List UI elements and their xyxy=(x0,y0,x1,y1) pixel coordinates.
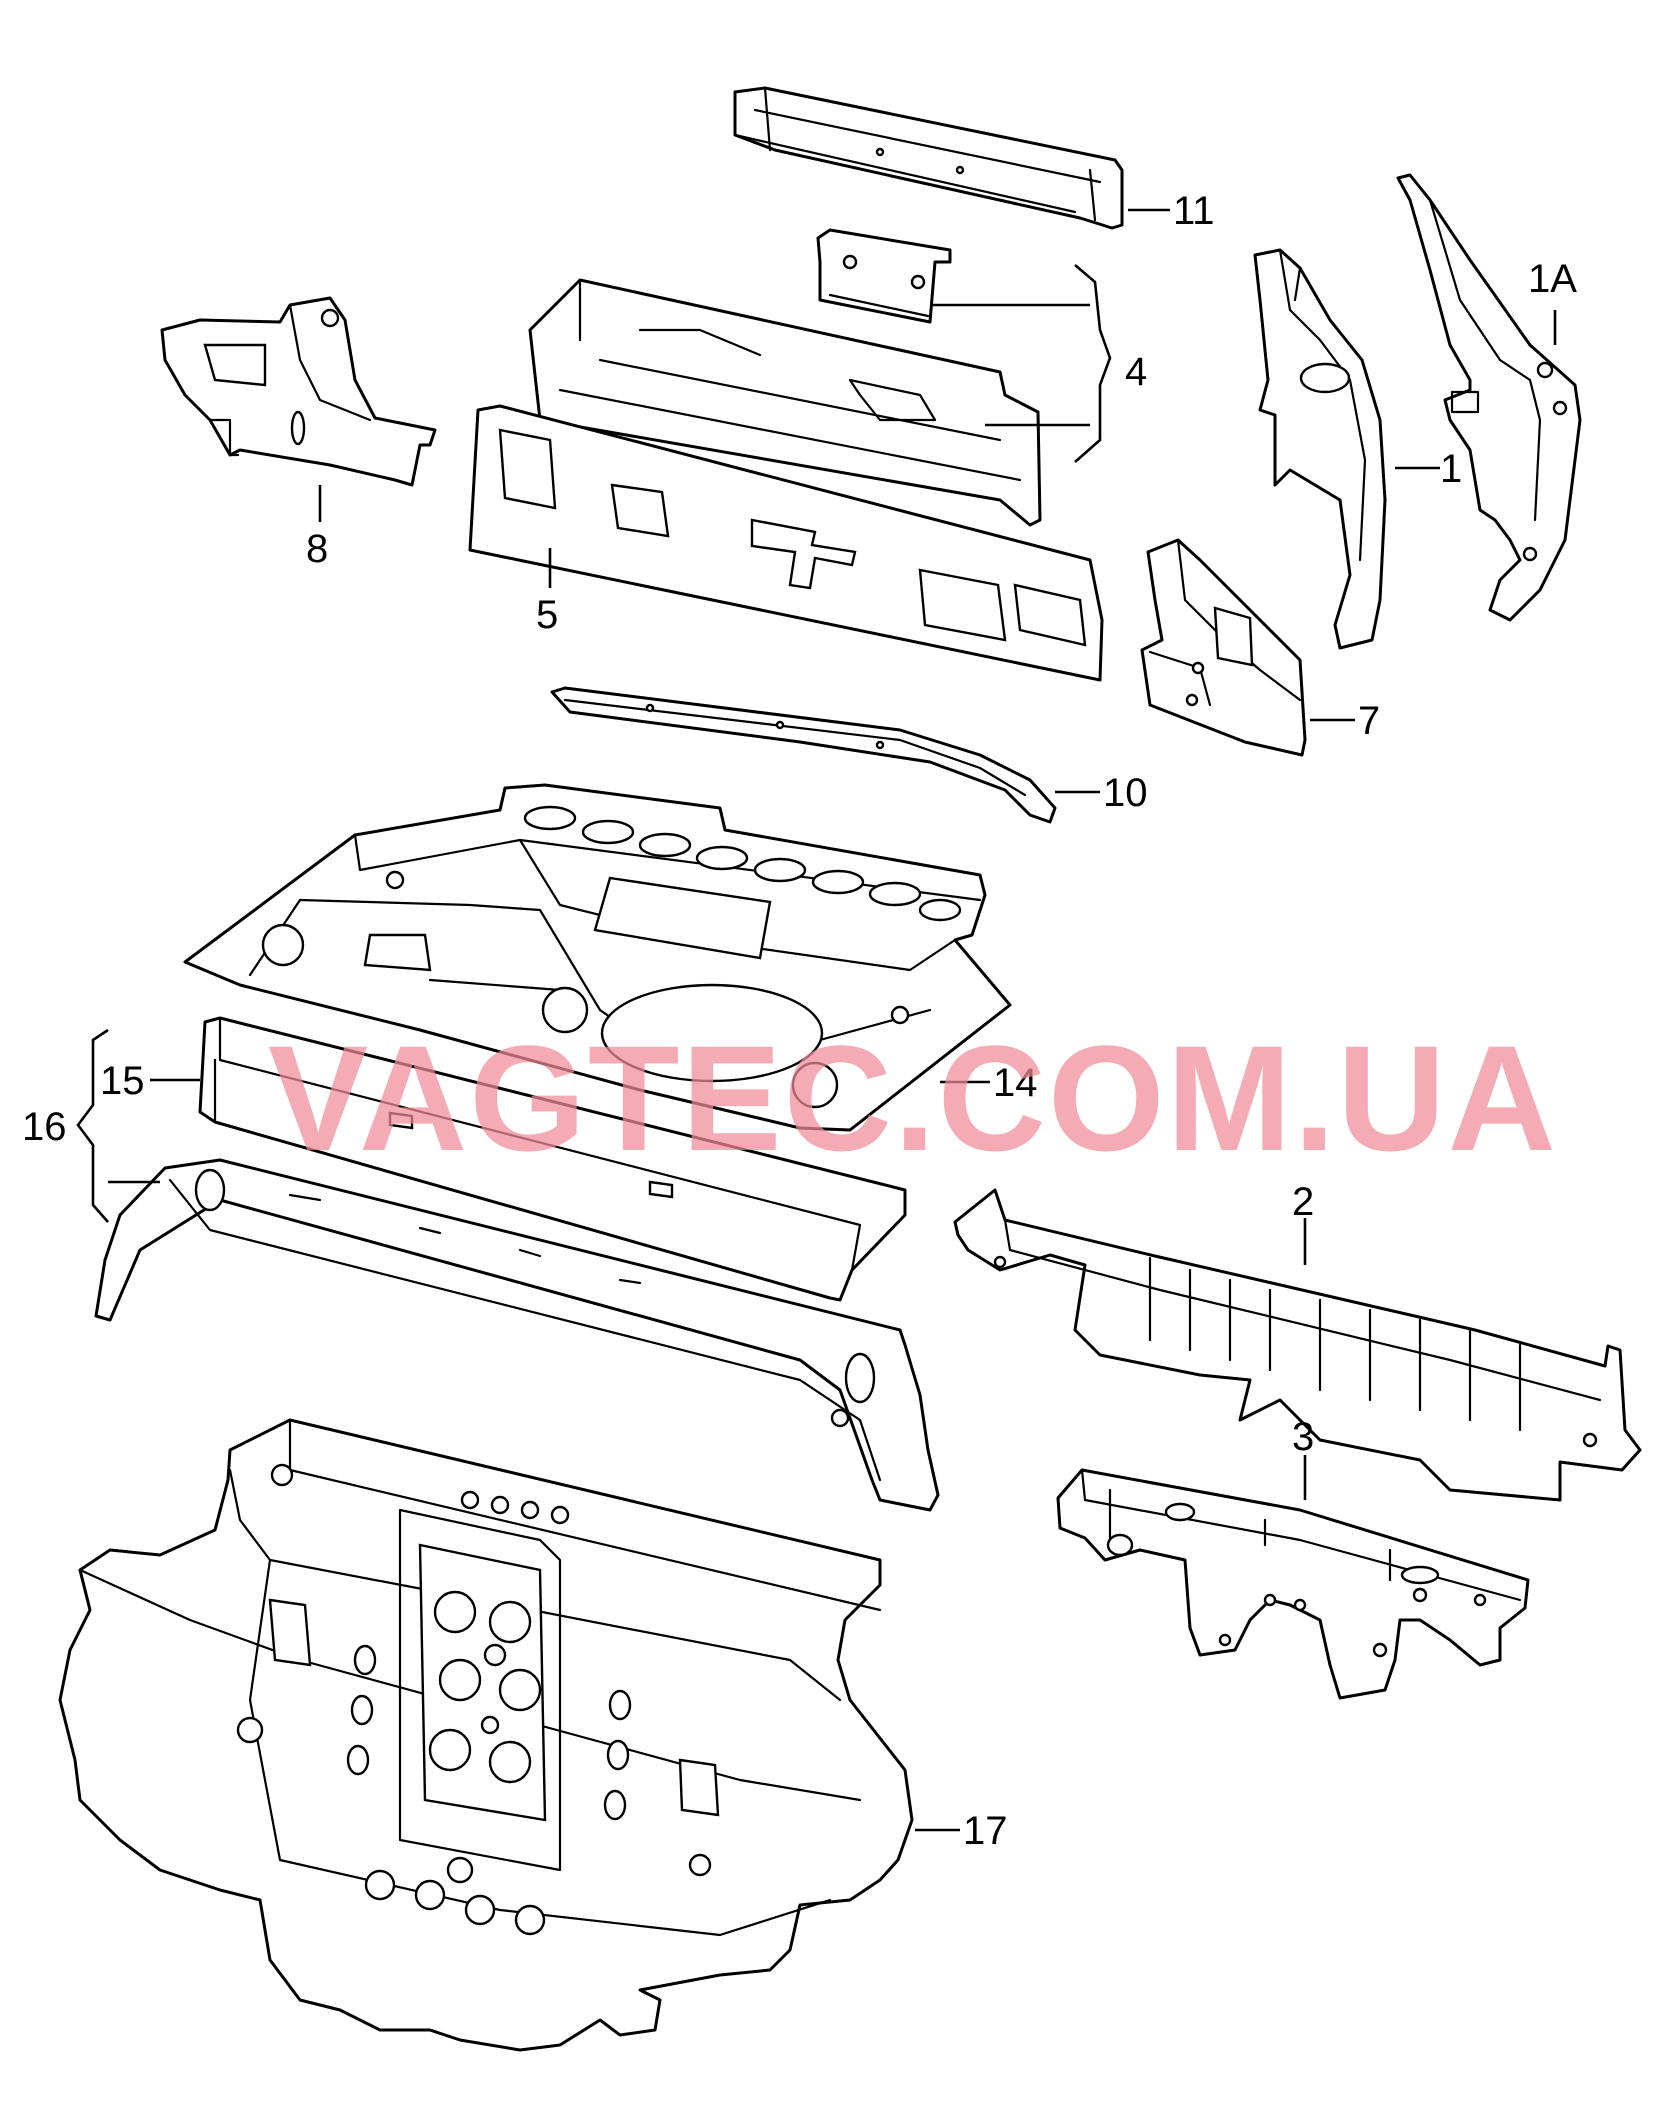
callout-10: 10 xyxy=(1103,771,1148,815)
callout-1a: 1A xyxy=(1528,257,1577,301)
part-2-member xyxy=(953,1188,1642,1502)
callout-11: 11 xyxy=(1173,189,1215,233)
callout-2: 2 xyxy=(1292,1180,1314,1224)
callout-1: 1 xyxy=(1440,447,1462,491)
part-14-floor xyxy=(183,783,1012,1132)
callout-14: 14 xyxy=(993,1061,1038,1105)
part-11-rail xyxy=(733,86,1124,230)
part-15-crossmember xyxy=(198,1016,907,1302)
callout-3: 3 xyxy=(1292,1415,1314,1459)
callout-16: 16 xyxy=(22,1105,67,1149)
part-1a-pillar xyxy=(1396,173,1582,622)
callout-labels: 1 1A 2 3 4 5 7 8 10 11 14 15 16 17 xyxy=(22,189,1577,1853)
part-3-member xyxy=(1056,1468,1530,1700)
part-8-bracket xyxy=(160,296,437,487)
part-17-rear-panel xyxy=(58,1418,914,2052)
part-1-pillar xyxy=(1253,248,1387,650)
leader-lines xyxy=(76,208,1557,1832)
callout-8: 8 xyxy=(306,527,328,571)
part-7-bracket xyxy=(1140,538,1307,757)
part-16-arch-member xyxy=(94,1158,940,1512)
callout-5: 5 xyxy=(536,593,558,637)
callout-7: 7 xyxy=(1358,699,1380,743)
part-10-strip xyxy=(550,686,1057,824)
callout-4: 4 xyxy=(1125,350,1147,394)
callout-15: 15 xyxy=(100,1059,145,1103)
part-5-panel xyxy=(468,404,1104,682)
watermark-text: VAGTEC.COM.UA xyxy=(268,1014,1558,1182)
part-4-panel xyxy=(528,228,1042,527)
callout-17: 17 xyxy=(963,1809,1008,1853)
